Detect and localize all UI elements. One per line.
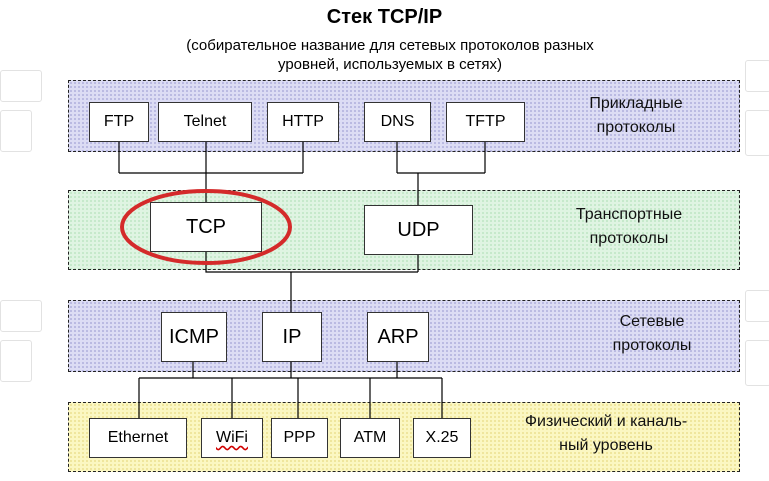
tcp-highlight-ellipse: [120, 189, 292, 265]
protocol-ethernet: Ethernet: [89, 418, 187, 458]
network-label-line-1: Сетевые: [619, 313, 685, 330]
background-computer-icon: [745, 340, 769, 386]
network-layer-label: Сетевые протоколы: [580, 310, 724, 358]
physical-label-line-2: ный уровень: [559, 437, 653, 454]
application-layer-label: Прикладные протоколы: [548, 92, 724, 140]
background-computer-icon: [0, 340, 32, 382]
transport-layer-label: Транспортные протоколы: [536, 203, 722, 251]
protocol-icmp: ICMP: [161, 312, 227, 362]
protocol-ip: IP: [262, 312, 322, 362]
protocol-tcp: TCP: [150, 202, 262, 252]
protocol-ftp: FTP: [89, 102, 149, 142]
diagram-title: Стек TCP/IP: [326, 6, 443, 28]
physical-layer: [68, 402, 740, 472]
physical-label-line-1: Физический и каналь-: [524, 413, 688, 430]
subtitle-line-2: уровней, используемых в сетях): [277, 56, 503, 73]
protocol-atm: ATM: [340, 418, 400, 458]
background-computer-icon: [745, 110, 769, 156]
protocol-arp: ARP: [367, 312, 429, 362]
application-label-line-1: Прикладные: [589, 95, 683, 112]
protocol-udp: UDP: [364, 205, 473, 255]
background-computer-icon: [0, 300, 42, 332]
background-computer-icon: [0, 70, 42, 102]
protocol-x25: X.25: [413, 418, 471, 458]
connector-tcp-down: [205, 252, 418, 273]
protocol-wifi: WiFi: [201, 418, 263, 458]
background-computer-icon: [0, 110, 32, 152]
diagram-subtitle: (собирательное название для сетевых прот…: [100, 36, 680, 74]
background-computer-icon: [745, 290, 769, 322]
application-label-line-2: протоколы: [596, 119, 676, 136]
protocol-ppp: PPP: [271, 418, 328, 458]
protocol-http: HTTP: [267, 102, 339, 142]
protocol-dns: DNS: [364, 102, 431, 142]
transport-label-line-1: Транспортные: [575, 206, 683, 223]
network-label-line-2: протоколы: [612, 337, 692, 354]
transport-label-line-2: протоколы: [589, 230, 669, 247]
physical-layer-label: Физический и каналь- ный уровень: [486, 410, 726, 458]
subtitle-line-1: (собирательное название для сетевых прот…: [186, 37, 594, 54]
background-computer-icon: [745, 60, 769, 92]
protocol-tftp: TFTP: [446, 102, 525, 142]
protocol-telnet: Telnet: [158, 102, 252, 142]
